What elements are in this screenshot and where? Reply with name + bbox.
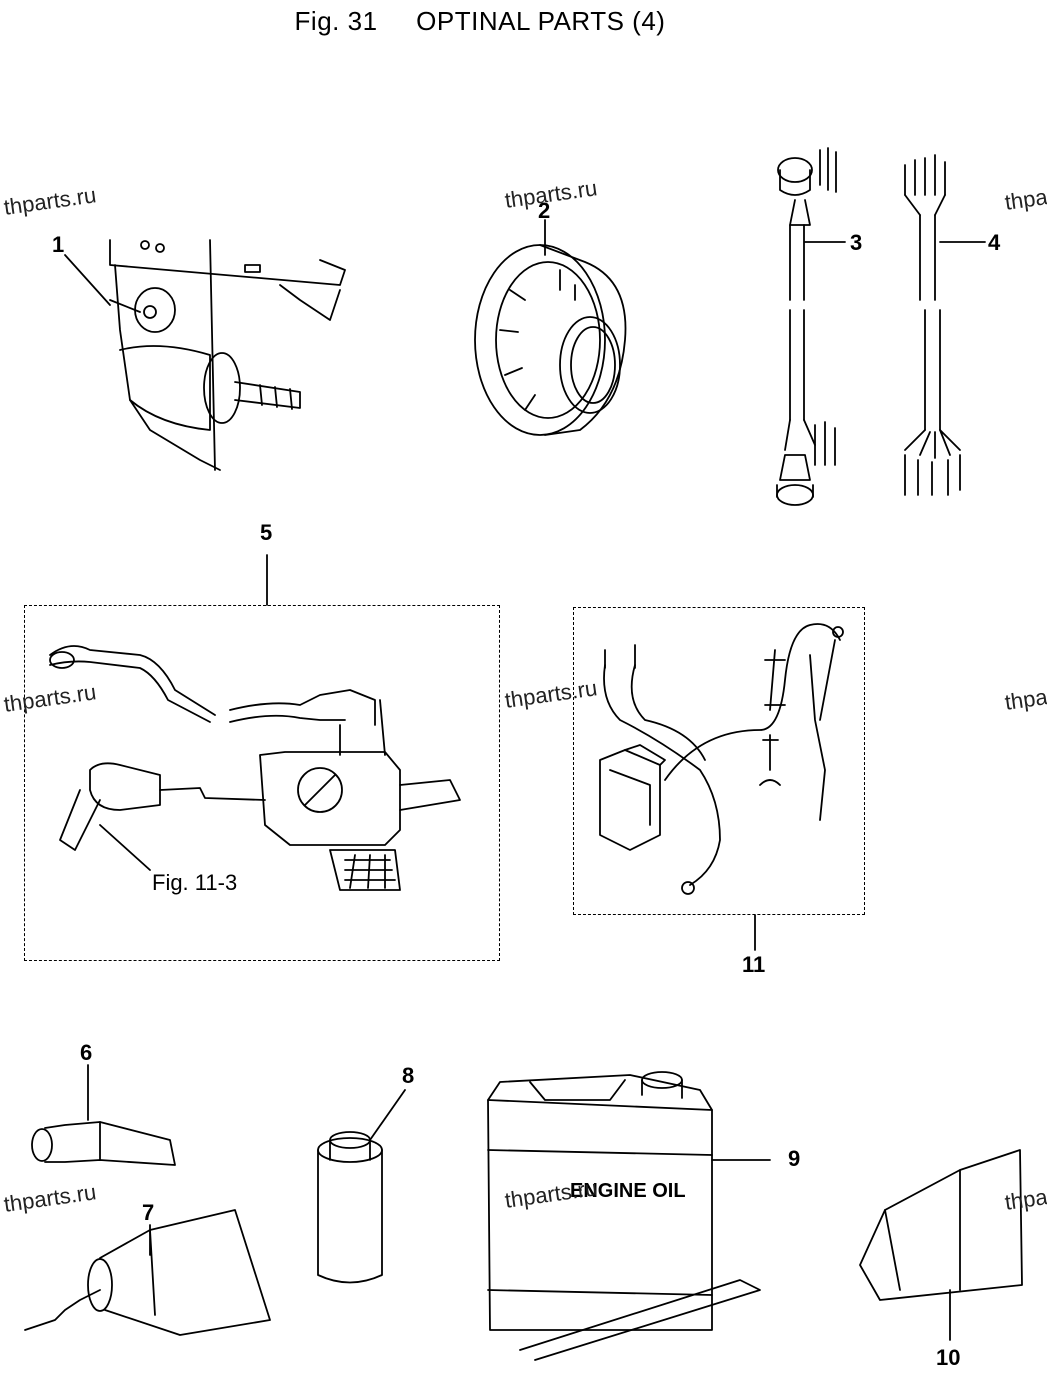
part-4-harness (904, 154, 961, 496)
page-title: Fig. 31 OPTINAL PARTS (4) (294, 6, 666, 36)
part-3-harness (776, 147, 837, 506)
group-box-11 (573, 607, 865, 915)
leader-8 (369, 1089, 406, 1141)
part-7-tube (24, 1209, 271, 1336)
callout-6: 6 (80, 1040, 93, 1065)
callout-10: 10 (936, 1345, 961, 1370)
callout-1: 1 (52, 232, 65, 257)
callout-8: 8 (402, 1063, 415, 1088)
part-6-tube (31, 1121, 176, 1166)
watermark: thpa (1003, 184, 1047, 215)
callout-9: 9 (788, 1146, 801, 1171)
part-5-assembly (49, 645, 461, 891)
callout-5: 5 (260, 520, 273, 545)
callout-7: 7 (142, 1200, 155, 1225)
watermark: thpa (1003, 684, 1047, 715)
group-box-5 (24, 605, 500, 961)
leader-1 (64, 254, 111, 306)
callout-4: 4 (988, 230, 1001, 255)
callout-3: 3 (850, 230, 863, 255)
part-1-lower-unit (109, 239, 346, 471)
callout-11: 11 (742, 952, 766, 977)
part-11-regulator (599, 623, 844, 895)
watermark: thpa (1003, 1184, 1047, 1215)
oil-label: ENGINE OIL (570, 1180, 686, 1202)
leader-fig-11-3 (99, 824, 151, 871)
part-8-can (317, 1131, 383, 1284)
callout-2: 2 (538, 198, 551, 223)
part-2-flange (474, 244, 627, 436)
part-10-bag (859, 1149, 1023, 1301)
reference-fig-11-3: Fig. 11-3 (152, 870, 238, 895)
part-9-container (487, 1071, 761, 1361)
